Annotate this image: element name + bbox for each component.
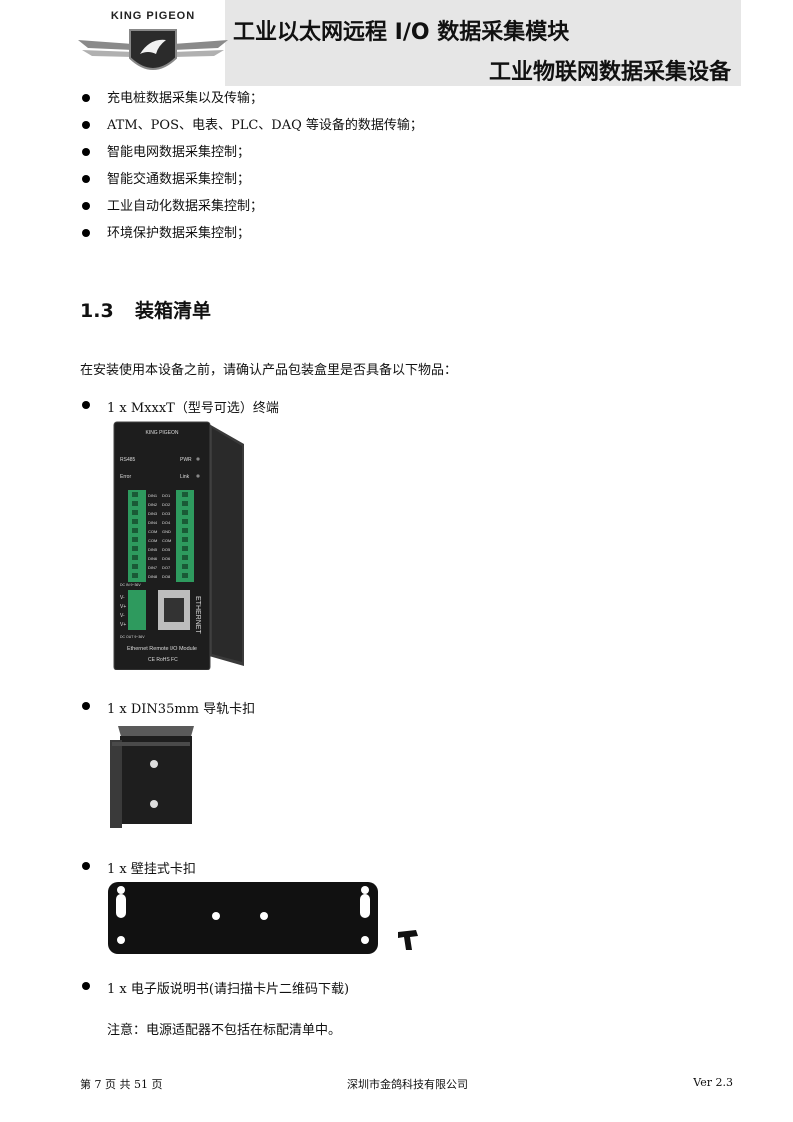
bullet-icon [82,148,90,156]
terminal-screw [182,510,188,515]
bullet-icon [82,175,90,183]
package-item: 1 x 壁挂式卡扣 [82,858,196,877]
svg-text:Link: Link [180,474,190,480]
terminal-label: DO5 [162,547,171,552]
version: Ver 2.3 [693,1076,733,1089]
svg-text:V-: V- [120,613,125,619]
terminal-label: DIN7 [148,565,158,570]
terminal-label: DIN6 [148,556,158,561]
terminal-screw [182,519,188,524]
din-rail-clip-image [108,726,196,832]
section-heading: 1.3 装箱清单 [80,296,211,323]
list-item: 智能交通数据采集控制； [82,171,423,198]
terminal-screw [182,501,188,506]
svg-text:PWR: PWR [180,457,192,463]
terminal-screw [132,528,138,533]
terminal-label: DO7 [162,565,171,570]
terminal-label: DO8 [162,574,171,579]
terminal-screw [132,537,138,542]
company-name: 深圳市金鸽科技有限公司 [347,1078,468,1091]
terminal-screw [132,519,138,524]
bullet-icon [82,401,90,409]
pigeon-emblem-icon [78,29,228,70]
terminal-screw [132,492,138,497]
terminal-screw [132,564,138,569]
svg-text:V+: V+ [120,604,126,610]
terminal-screw [182,528,188,533]
terminal-label: COM [148,538,157,543]
section-title: 装箱清单 [135,300,212,322]
list-item: 智能电网数据采集控制； [82,144,423,171]
bullet-icon [82,202,90,210]
svg-text:V-: V- [120,595,125,601]
svg-text:V+: V+ [120,622,126,628]
bullet-icon [82,229,90,237]
terminal-label: DO2 [162,502,171,507]
intro-text: 在安装使用本设备之前，请确认产品包装盒里是否具备以下物品： [80,363,458,378]
terminal-label: DO6 [162,556,171,561]
terminal-label: GND [162,529,171,534]
bullet-icon [82,702,90,710]
bullet-icon [82,94,90,102]
io-module-image: KING PIGEON RS485 PWR Error Link DIN1 DO1… [112,418,252,674]
applications-list: 充电桩数据采集以及传输； ATM、POS、电表、PLC、DAQ 等设备的数据传输… [82,90,423,252]
terminal-label: DIN1 [148,493,158,498]
header-title-line2: 工业物联网数据采集设备 [488,60,731,85]
terminal-screw [182,537,188,542]
list-item: ATM、POS、电表、PLC、DAQ 等设备的数据传输； [82,117,423,144]
terminal-label: COM [162,538,171,543]
package-item: 1 x MxxxT（型号可选）终端 [82,397,279,416]
terminal-screw [132,573,138,578]
svg-text:DC IN 9~36V: DC IN 9~36V [120,583,141,587]
svg-text:Ethernet Remote I/O Module: Ethernet Remote I/O Module [127,646,197,652]
terminal-screw [182,573,188,578]
list-item: 充电桩数据采集以及传输； [82,90,423,117]
terminal-screw [182,555,188,560]
header-band [225,0,741,86]
logo-text: KING PIGEON [110,10,196,22]
wall-mount-bracket-image [106,880,424,962]
note-text: 注意：电源适配器不包括在标配清单中。 [107,1023,342,1038]
svg-text:Error: Error [120,474,131,480]
terminal-label: DO1 [162,493,171,498]
terminal-label: DIN4 [148,520,158,525]
page-number: 第 7 页 共 51 页 [80,1078,163,1091]
bullet-icon [82,982,90,990]
list-item: 环境保护数据采集控制； [82,225,423,252]
terminal-label: DIN2 [148,502,158,507]
terminal-screw [132,546,138,551]
terminal-label: DIN5 [148,547,158,552]
package-item: 1 x DIN35mm 导轨卡扣 [82,698,255,717]
terminal-label: DIN8 [148,574,158,579]
bullet-icon [82,121,90,129]
terminal-screw [132,555,138,560]
bullet-icon [82,862,90,870]
list-item: 工业自动化数据采集控制； [82,198,423,225]
device-brand: KING PIGEON [145,430,178,436]
svg-text:RS485: RS485 [120,457,136,463]
svg-text:DC OUT 9~36V: DC OUT 9~36V [120,635,145,639]
package-item: 1 x 电子版说明书(请扫描卡片二维码下载) [82,978,349,997]
terminal-screw [182,564,188,569]
header-title-line1: 工业以太网远程 I/O 数据采集模块 [233,20,570,45]
terminal-label: DO4 [162,520,171,525]
terminal-screw [132,501,138,506]
company-logo: KING PIGEON [78,6,228,84]
terminal-screw [182,546,188,551]
svg-text:ETHERNET: ETHERNET [194,596,201,634]
terminal-label: COM [148,529,157,534]
terminal-screw [132,510,138,515]
svg-text:CE RoHS FC: CE RoHS FC [148,657,178,663]
terminal-screw [182,492,188,497]
terminal-label: DO3 [162,511,171,516]
terminal-label: DIN3 [148,511,158,516]
section-number: 1.3 [80,300,114,322]
